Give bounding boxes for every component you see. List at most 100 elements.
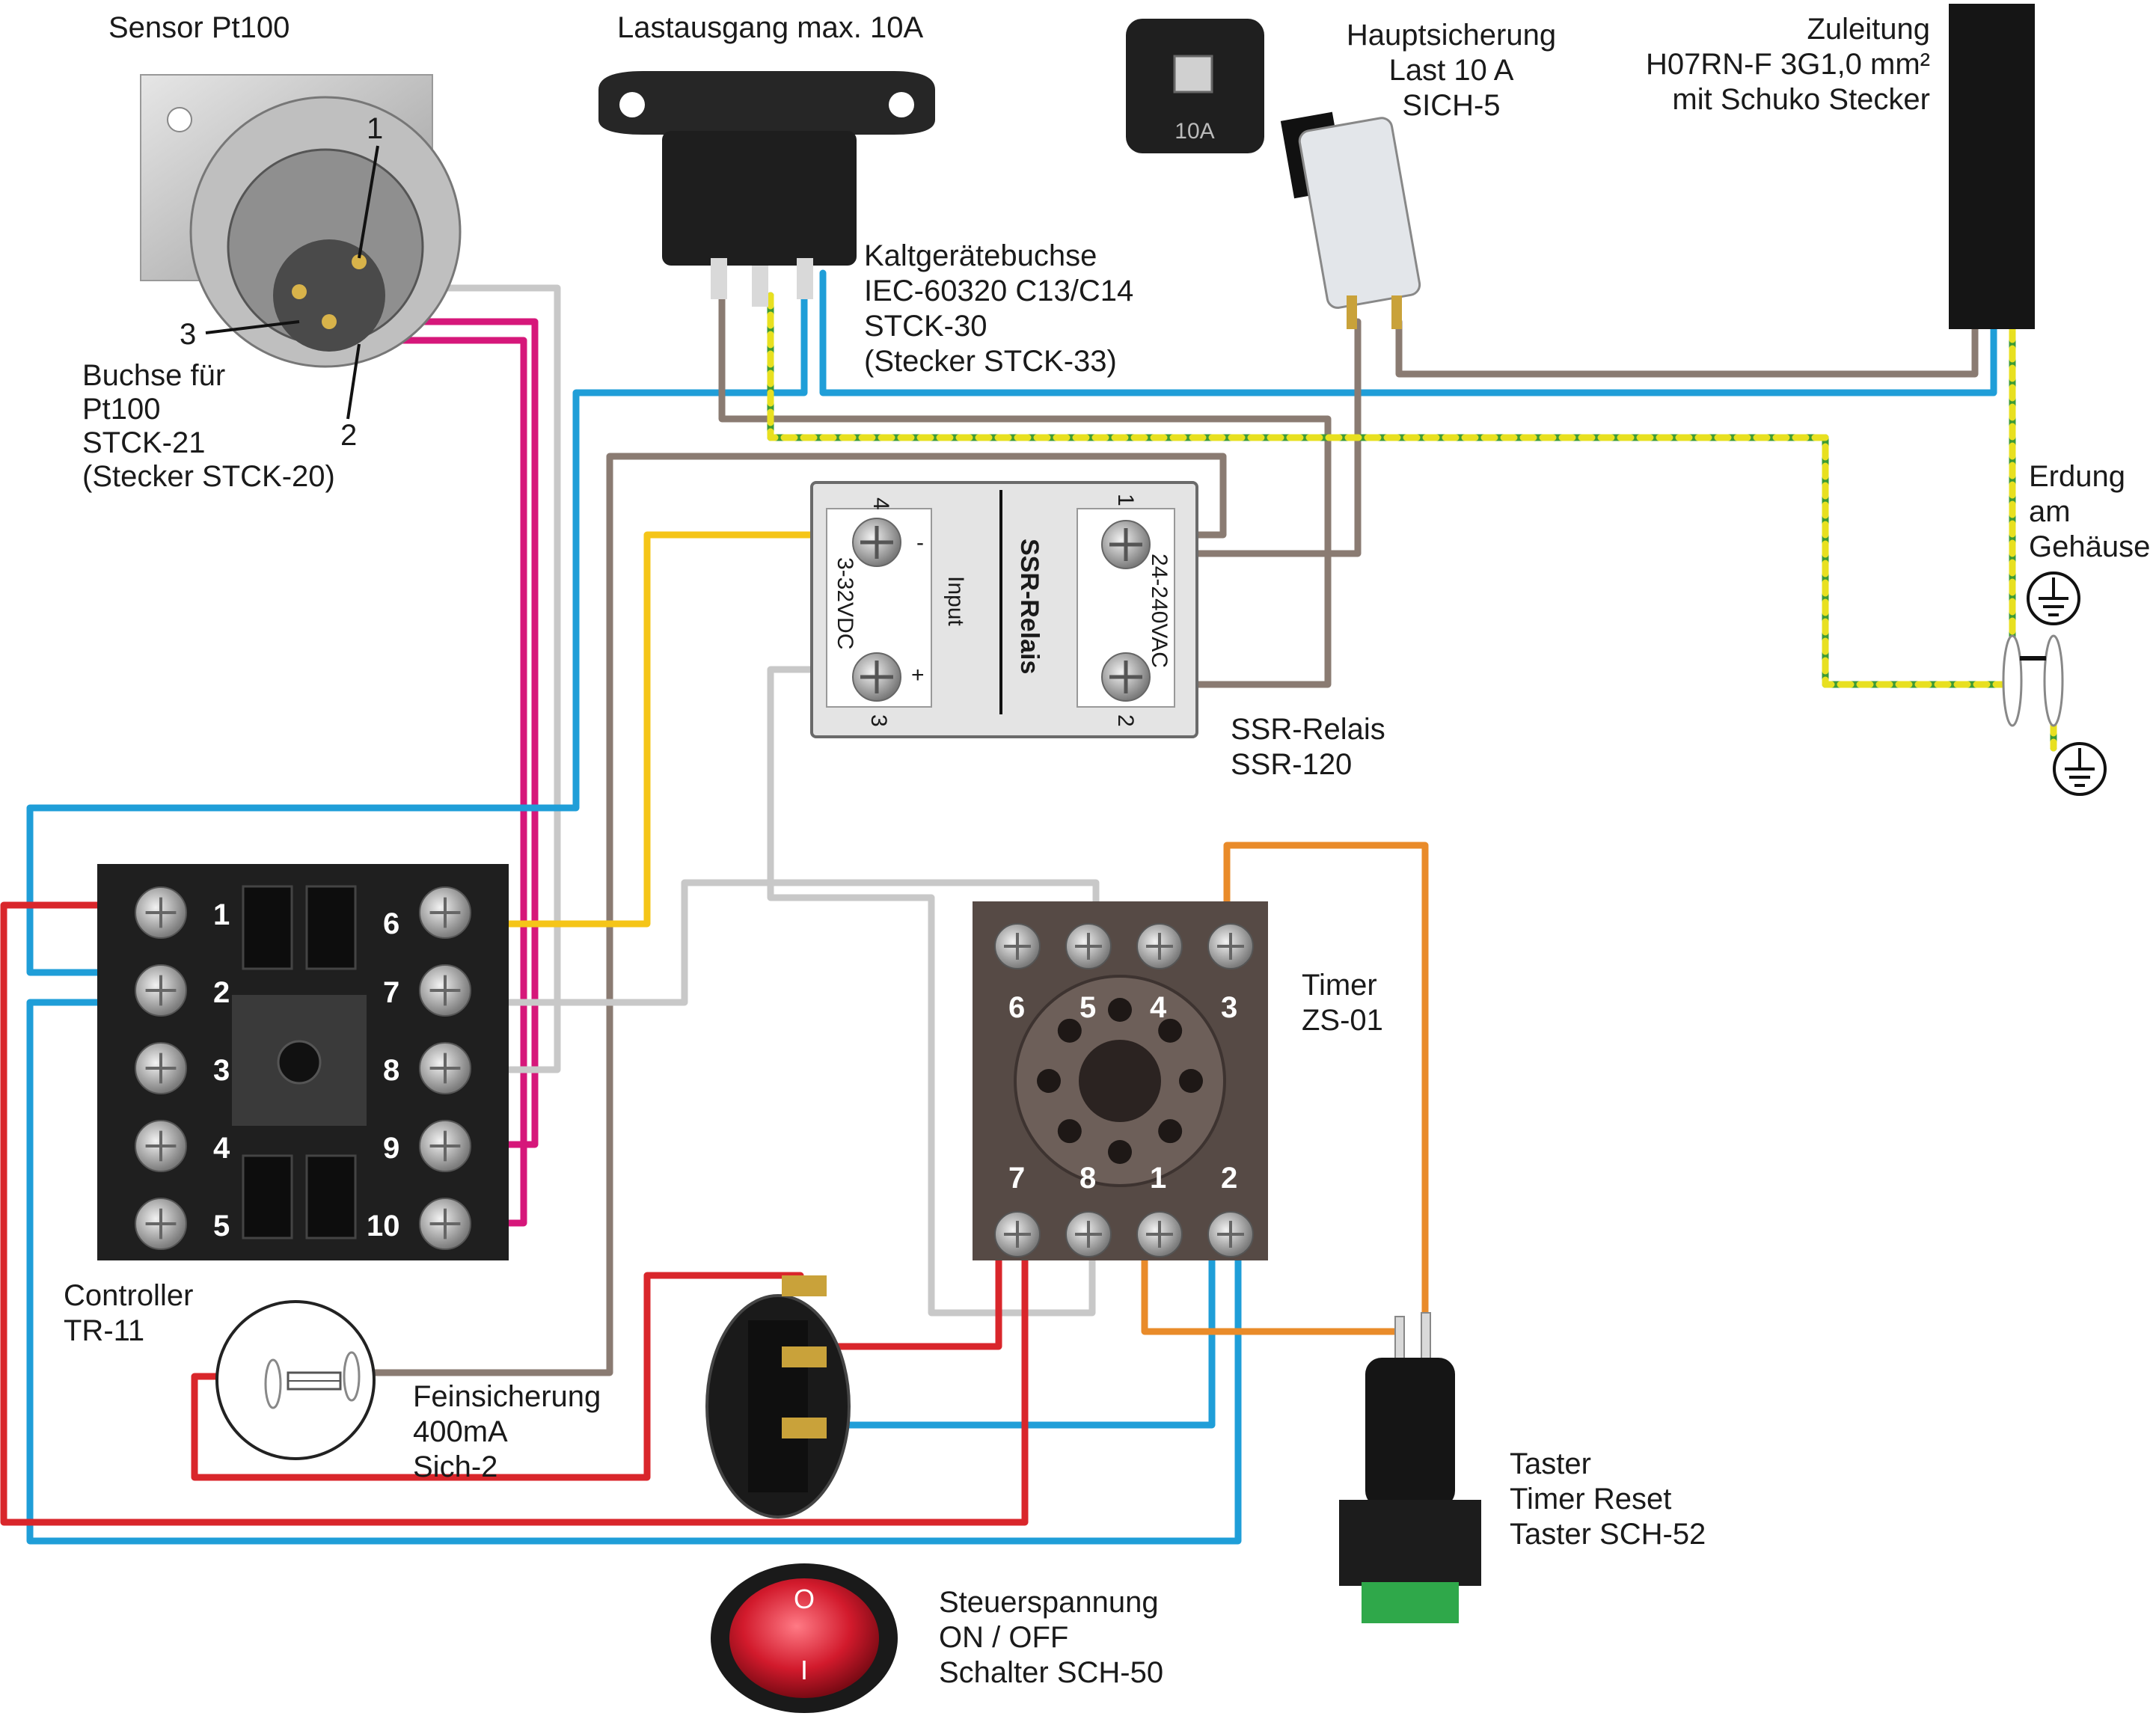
controller-slot-4 [305, 1154, 357, 1240]
load-output-body [662, 131, 857, 266]
switch-contact-top [782, 1275, 827, 1296]
timer-line-2: ZS-01 [1302, 1004, 1383, 1037]
supply-cable-body [1949, 4, 2035, 329]
button-line-3: Taster SCH-52 [1510, 1518, 1706, 1551]
ground: Erdung am Gehäuse [2002, 460, 2150, 796]
load-output-pin-pe [752, 266, 768, 307]
ssr-terminal-4-label: 4 [869, 497, 893, 510]
timer-socket-hole [1057, 1018, 1082, 1043]
controller-terminal-10-label: 10 [367, 1210, 400, 1242]
timer-line-1: Timer [1302, 969, 1377, 1002]
load-output-line-2: IEC-60320 C13/C14 [864, 275, 1133, 307]
ssr-dc-label: 3-32VDC [833, 557, 857, 649]
push-button: Taster Timer Reset Taster SCH-52 [1339, 1312, 1706, 1623]
supply-line-2: H07RN-F 3G1,0 mm² [1646, 48, 1930, 81]
controller-slot-1 [242, 885, 293, 970]
load-output-socket: Lastausgang max. 10A Kaltgerätebuchse IE… [598, 11, 1133, 378]
supply-line-3: mit Schuko Stecker [1672, 83, 1930, 116]
switch-contact-bottom [782, 1418, 827, 1438]
ssr-terminal-3-label: 3 [866, 714, 891, 727]
timer-socket-holes [1037, 998, 1203, 1164]
controller-terminal-8-label: 8 [383, 1054, 399, 1087]
controller-screw-left-5 [135, 1198, 187, 1250]
ssr-ac-label: 24-240VAC [1147, 554, 1172, 668]
sensor-pin-1-leader [358, 145, 379, 259]
timer-screw-top-2 [1065, 923, 1112, 969]
fine-fuse-cap-left [264, 1358, 282, 1409]
button-line-2: Timer Reset [1510, 1483, 1671, 1516]
ssr-plus: + [911, 663, 925, 687]
button-body [1365, 1358, 1455, 1507]
ground-line-2: am [2029, 495, 2071, 528]
switch-on-symbol: I [800, 1655, 808, 1685]
sensor-pin-3-leader [205, 320, 300, 334]
ssr-minus: - [916, 530, 924, 555]
main-fuse-line-1: Hauptsicherung [1347, 19, 1556, 52]
controller-terminal-9-label: 9 [383, 1132, 399, 1165]
wire-red-controller-1 [0, 901, 1029, 1526]
fine-fuse-line-2: 400mA [413, 1415, 508, 1448]
timer-socket-hole [1108, 998, 1132, 1022]
fuse-cap-button [1173, 55, 1213, 94]
main-fuse-line-2: Last 10 A [1389, 54, 1514, 87]
fuse-cap-label: 10A [1175, 119, 1214, 144]
main-fuse: Hauptsicherung Last 10 A SICH-5 [1280, 19, 1556, 329]
fine-fuse-line-1: Feinsicherung [413, 1380, 601, 1413]
timer-socket-hole [1037, 1069, 1061, 1093]
button-line-1: Taster [1510, 1447, 1591, 1480]
controller-slot-3 [242, 1154, 293, 1240]
load-output-line-3: STCK-30 [864, 310, 987, 343]
sensor-flange-hole [167, 107, 192, 132]
button-pin-2 [1421, 1312, 1431, 1362]
load-output-line-4: (Stecker STCK-33) [864, 345, 1117, 378]
ground-line-3: Gehäuse [2029, 530, 2150, 563]
load-output-hole-left [619, 92, 645, 117]
sensor-pin-1 [352, 254, 367, 269]
switch-line-2: ON / OFF [939, 1621, 1068, 1654]
controller-screw-left-1 [135, 886, 187, 939]
timer-screw-bottom-4 [1207, 1211, 1254, 1257]
switch-back-housing [748, 1320, 808, 1492]
ssr-title: SSR-Relais [1015, 539, 1044, 674]
wire-orange-timer-3 [1223, 842, 1429, 1320]
controller-terminal-3-label: 3 [213, 1054, 230, 1087]
wire-pe-load-dash [767, 292, 2009, 688]
timer-terminal-3-label: 3 [1221, 991, 1237, 1024]
timer-terminal-5-label: 5 [1079, 991, 1096, 1024]
controller-terminal-6-label: 6 [383, 907, 399, 940]
controller-center-hole [277, 1040, 322, 1085]
controller: 1 2 3 4 5 6 7 8 9 10 Controller TR-11 [64, 864, 509, 1347]
main-fuse-body [1298, 117, 1421, 309]
timer-screw-bottom-2 [1065, 1211, 1112, 1257]
ssr-input-label: Input [943, 576, 968, 626]
sensor-socket-line-2: Pt100 [82, 393, 161, 426]
ssr-line-2: SSR-120 [1231, 748, 1352, 781]
switch-line-1: Steuerspannung [939, 1586, 1159, 1619]
switch-back [705, 1275, 851, 1519]
controller-terminal-1-label: 1 [213, 898, 230, 931]
wire-orange-timer-1 [1141, 1231, 1403, 1335]
wire-brown-ssr-1 [1126, 318, 1362, 557]
timer-screws [994, 923, 1254, 1257]
ssr-terminal-2-label: 2 [1113, 714, 1138, 727]
wire-red-switch [797, 1231, 1002, 1350]
controller-terminal-7-label: 7 [383, 976, 399, 1009]
controller-screw-left-3 [135, 1042, 187, 1094]
sensor-pin-1-label: 1 [367, 112, 383, 145]
wire-gray-ssr-3 [767, 666, 1096, 1317]
load-output-line-1: Kaltgerätebuchse [864, 239, 1097, 272]
button-nut [1339, 1500, 1481, 1586]
main-fuse-pin-1 [1347, 295, 1357, 329]
controller-terminal-4-label: 4 [213, 1132, 230, 1165]
wire-yellow-ssr-4 [456, 531, 879, 928]
controller-screw-right-9 [419, 1120, 471, 1172]
fine-fuse-line-3: Sich-2 [413, 1450, 497, 1483]
ssr-terminal-2 [1101, 652, 1151, 702]
timer-socket-hole [1108, 1140, 1132, 1164]
controller-screw-right-10 [419, 1198, 471, 1250]
sensor-pin-3 [292, 284, 307, 299]
ssr-relay: SSR-Relais Input 3-32VDC 24-240VAC - + 4… [810, 481, 1385, 781]
switch-off-symbol: O [794, 1584, 815, 1614]
controller-screw-left-4 [135, 1120, 187, 1172]
sensor-pin-2-label: 2 [340, 419, 357, 452]
